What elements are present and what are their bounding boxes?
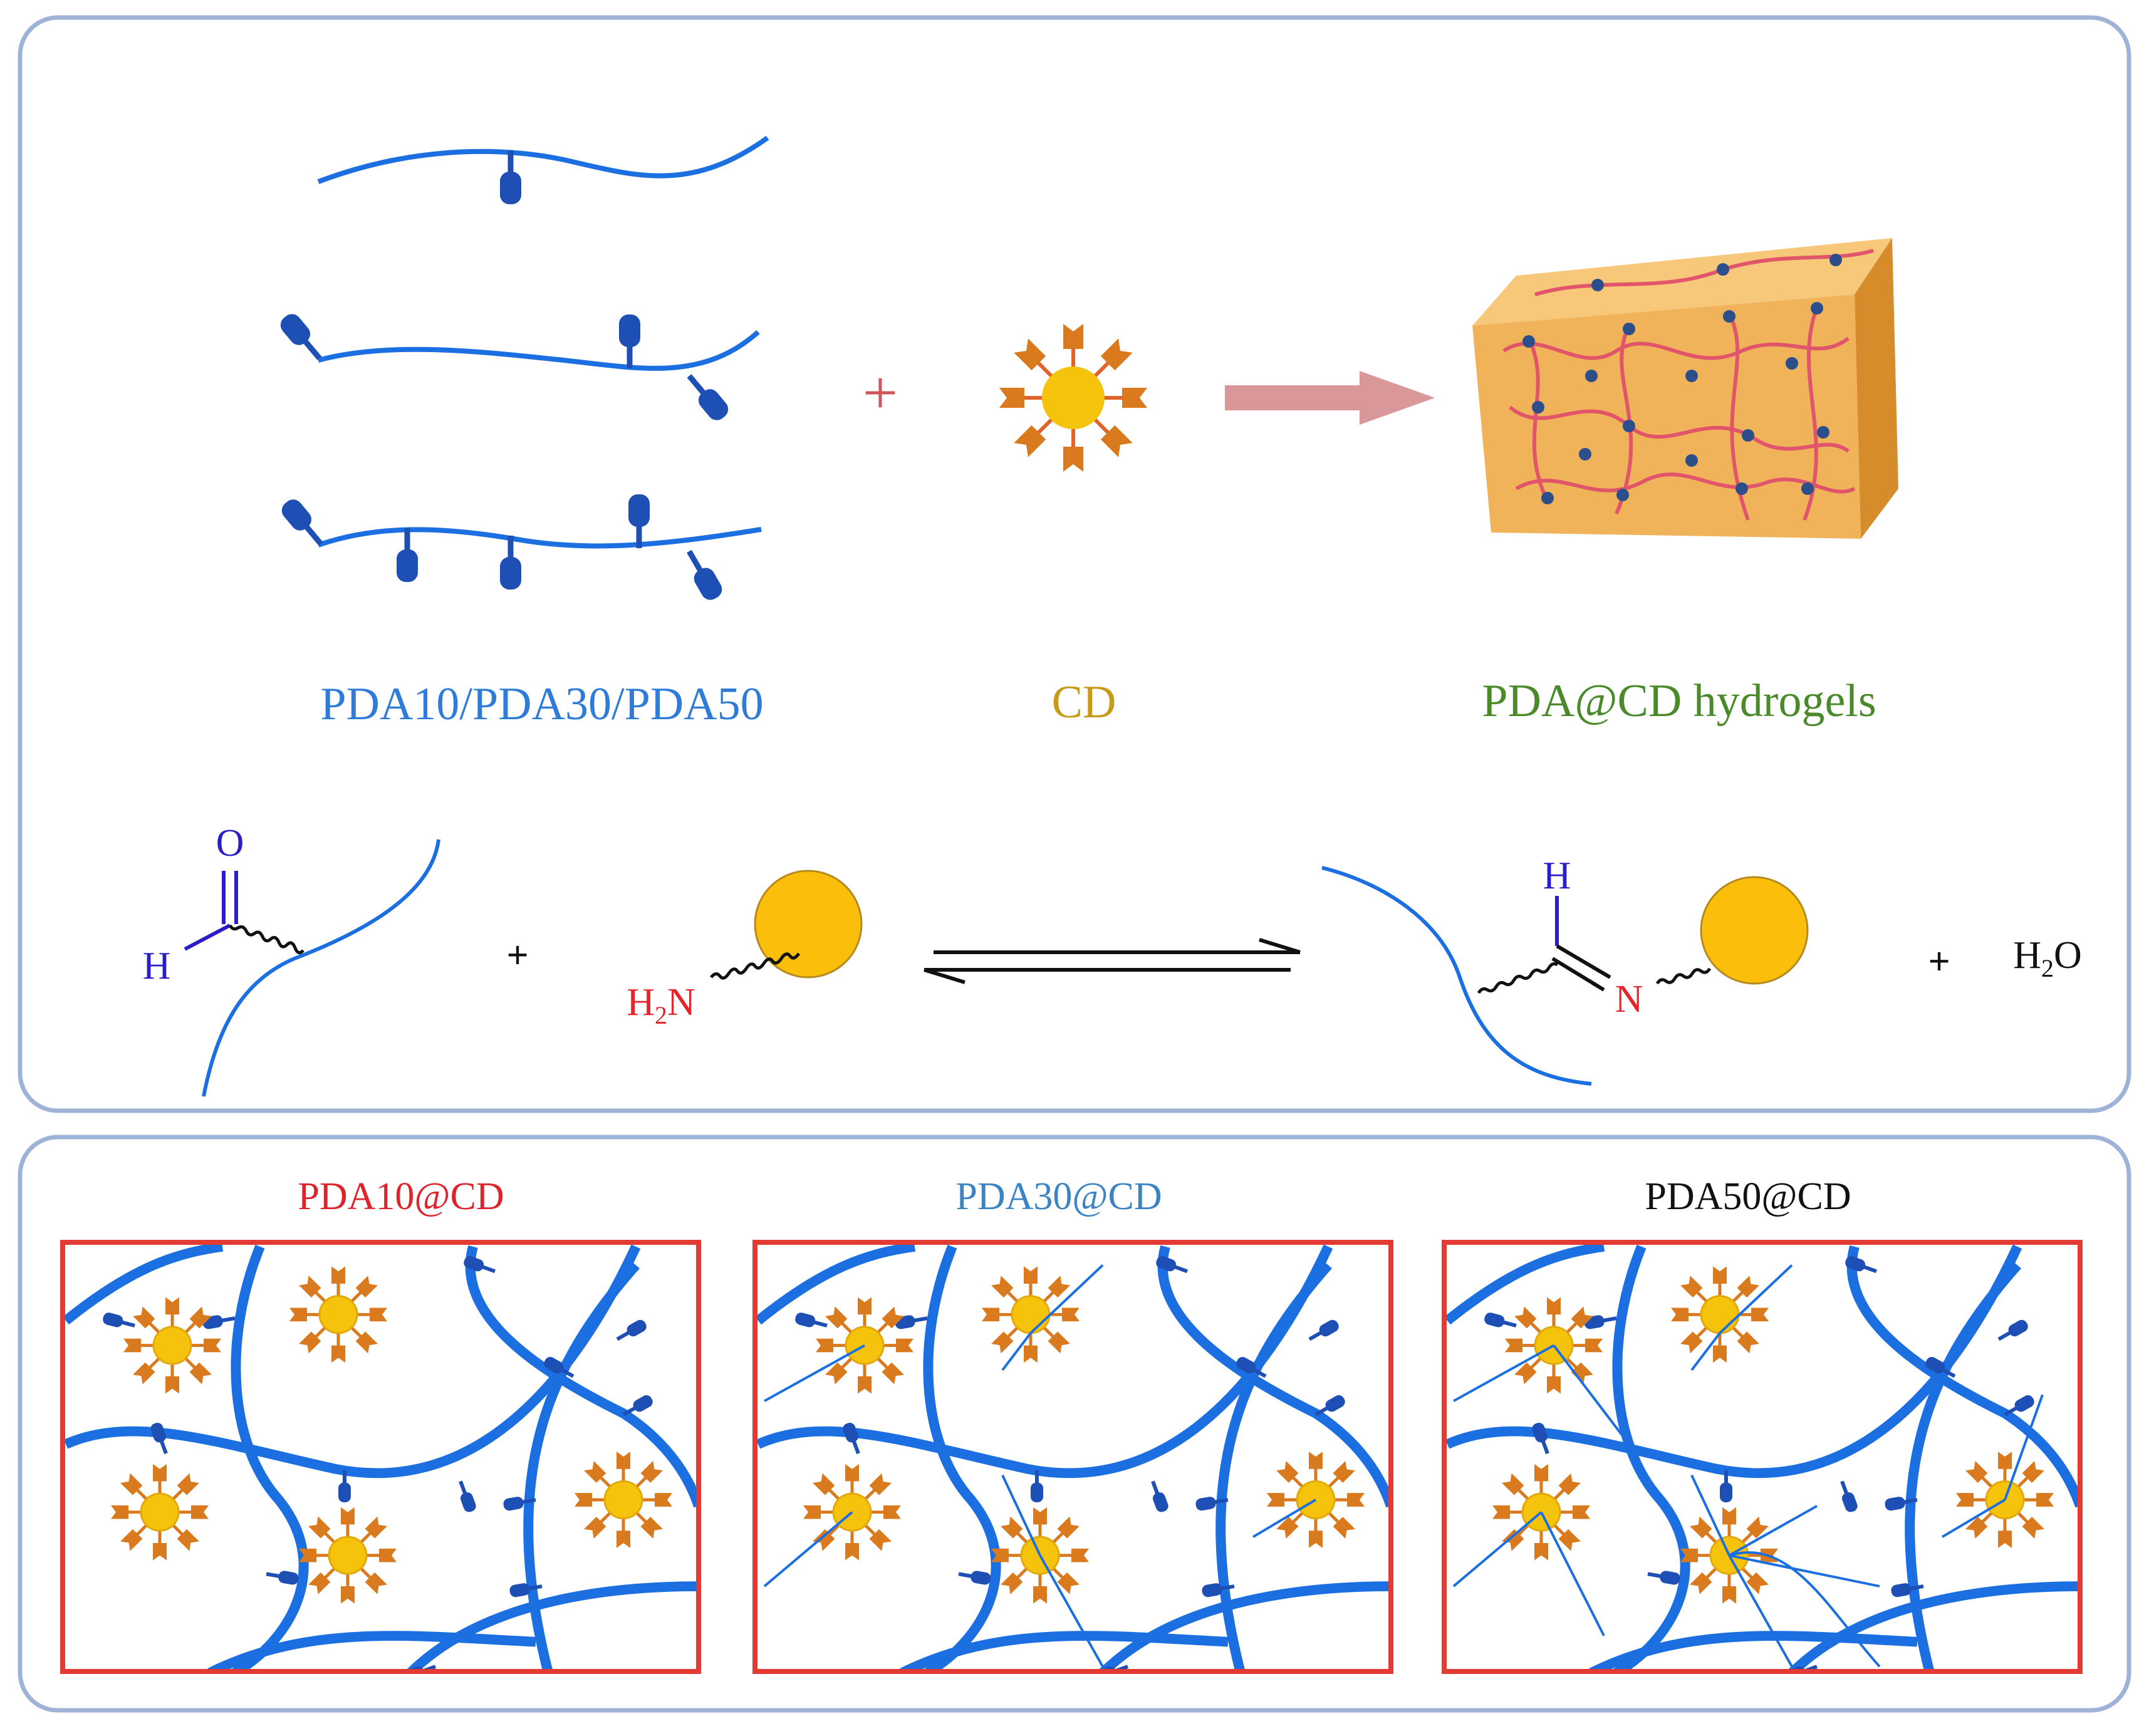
panel-title-pda10: PDA10@CD (298, 1175, 504, 1218)
plus-sign-mid: + (506, 934, 528, 977)
amine-label: H2N (627, 981, 695, 1029)
top-panel-frame (18, 15, 2131, 1113)
water-label: H2O (2013, 934, 2082, 982)
product-label: PDA@CD hydrogels (1482, 675, 1876, 727)
aldehyde-o-label: O (216, 822, 244, 865)
panel-title-pda30: PDA30@CD (955, 1175, 1162, 1218)
plus-sign-right: + (1928, 940, 1950, 983)
water-o: O (2054, 934, 2082, 977)
aldehyde-chain-icon (184, 839, 440, 1097)
imine-chain-icon (1321, 866, 1809, 1086)
plus-sign-top: + (863, 358, 898, 427)
amine-h: H (627, 981, 655, 1024)
bottom-panel-frame (18, 1135, 2131, 1713)
water-subscript: 2 (2041, 954, 2054, 982)
imine-n-label: N (1615, 978, 1643, 1021)
network-panel-pda30 (752, 1240, 1393, 1674)
amine-n: N (667, 981, 695, 1024)
reaction-arrow-icon (1225, 371, 1435, 425)
hydrogel-cube-icon (1472, 238, 1898, 539)
network-panel-pda50 (1442, 1240, 2083, 1674)
precursor-label: PDA10/PDA30/PDA50 (320, 678, 763, 730)
crosslinker-label: CD (1052, 677, 1116, 728)
aldehyde-h-label: H (143, 945, 171, 987)
amine-nanoparticle-icon (710, 870, 863, 980)
carbon-dot-icon (999, 324, 1147, 472)
network-panel-pda10 (60, 1240, 701, 1674)
amine-subscript: 2 (655, 1001, 667, 1029)
panel-title-pda50: PDA50@CD (1645, 1175, 1851, 1218)
polymer-chain-icon (277, 135, 769, 603)
imine-h-label: H (1543, 855, 1571, 897)
equilibrium-arrows-icon (924, 938, 1301, 984)
water-h: H (2013, 934, 2041, 977)
